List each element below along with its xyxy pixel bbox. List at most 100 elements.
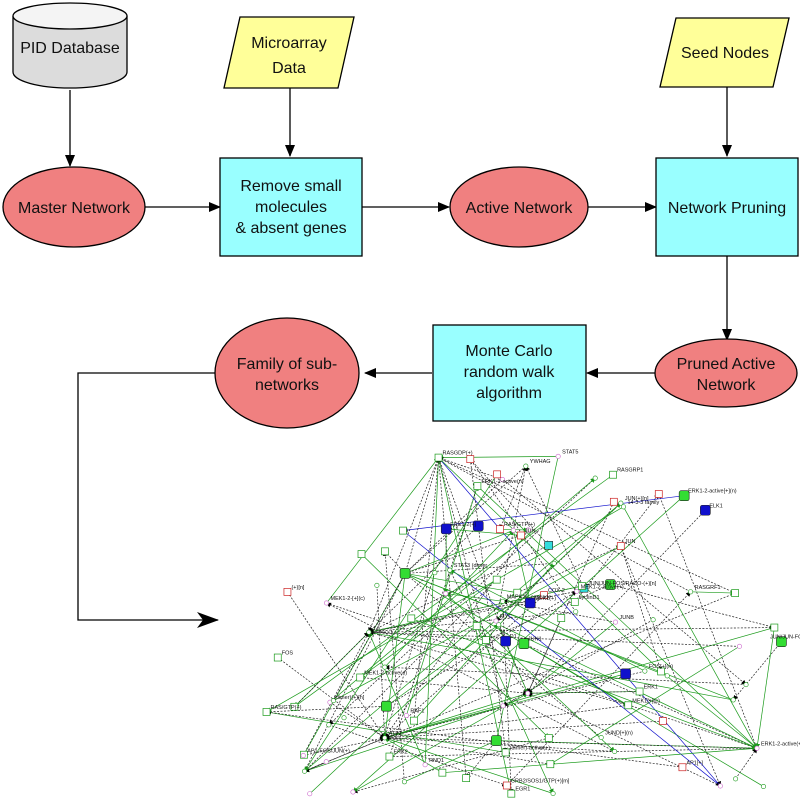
network-edge [359, 579, 497, 678]
network-node-label: RAS/GTP(+) [504, 522, 535, 528]
network-protein-node [500, 635, 511, 647]
network-protein-node [491, 735, 502, 746]
network-edge [437, 457, 506, 642]
network-interaction-node [447, 567, 453, 573]
network-interaction-node [613, 619, 619, 625]
network-edge [527, 692, 721, 787]
network-edge [304, 474, 498, 772]
network-complex-node [496, 525, 504, 534]
active-network-node: Active Network [449, 166, 589, 248]
network-node-label: (+)[n] [291, 585, 304, 591]
network-node-label: JUN [625, 539, 636, 545]
network-node-label: JUN [525, 528, 536, 534]
network-node-label: AP1[+] [686, 760, 703, 766]
network-interaction-node [525, 527, 531, 533]
network-complex-node [658, 717, 667, 725]
network-interaction-node [341, 715, 347, 721]
network-complex-node [482, 636, 490, 644]
network-interaction-node [598, 734, 604, 740]
network-complex-node [262, 708, 271, 716]
network-interaction-node [300, 752, 306, 758]
network-node-label: cyclinD1 [579, 595, 600, 601]
network-interaction-node [326, 722, 332, 728]
network-interaction-node [730, 697, 736, 703]
network-complex-node [635, 687, 644, 696]
network-edge [277, 657, 386, 739]
network-edge [517, 545, 622, 594]
network-node-label: RASGRF1 [695, 585, 721, 591]
network-complex-node [438, 768, 447, 777]
network-edge [329, 701, 386, 739]
network-complex-node [502, 781, 511, 790]
network-node-label: ERK1 [644, 685, 658, 691]
network-interaction-node [550, 790, 556, 796]
network-edge [368, 630, 629, 706]
network-edge [406, 485, 479, 716]
seed-nodes-node: Seed Nodes [659, 17, 790, 88]
network-edge [376, 585, 387, 739]
network-pruning-node: Network Pruning [655, 157, 799, 257]
network-interaction-node [555, 453, 561, 459]
flow-connectors [65, 87, 732, 628]
network-node-label: MAPK-K_cascade [507, 594, 552, 600]
network-node-label: JUN(+)[n] [625, 496, 649, 502]
network-interaction-node [382, 664, 388, 670]
network-edge [404, 562, 555, 576]
network-edge [496, 474, 747, 685]
network-complex-node [273, 653, 282, 662]
remove-label-line1: Remove small [240, 178, 341, 195]
network-complex-node [493, 470, 501, 479]
network-protein-node [605, 579, 616, 590]
network-edge [384, 720, 663, 741]
network-edge [523, 643, 629, 706]
network-edge [438, 455, 559, 461]
monte-carlo-node: Monte Carlo random walk algorithm [432, 324, 587, 422]
network-edge [735, 747, 758, 780]
network-node-label: (dimer)(+)[n] [334, 695, 365, 701]
network-edge [384, 626, 775, 739]
network-node-label: JUND[+](n) [605, 730, 633, 736]
network-interaction-node [551, 560, 557, 566]
network-node-label: FOS [282, 651, 294, 657]
network-interaction-node [403, 713, 409, 719]
network-edge [442, 746, 758, 774]
network-edge [384, 735, 757, 749]
network-edge [266, 710, 506, 753]
network-edge [304, 705, 504, 773]
network-complex-node [290, 702, 299, 711]
network-interaction-node [496, 622, 502, 628]
master-network-node: Master Network [2, 166, 146, 248]
network-complex-node [770, 623, 779, 632]
network-interaction-node [664, 673, 670, 679]
network-edge [302, 631, 370, 756]
family-label-line2: networks [255, 377, 319, 394]
network-edge [525, 465, 585, 589]
network-edge [266, 506, 624, 713]
ellipse-shape [214, 317, 360, 429]
network-complex-node [513, 588, 522, 597]
network-complex-node [616, 542, 625, 550]
network-node-label: RASGRP1 [617, 468, 643, 474]
network-node-label: MYC [500, 614, 512, 620]
edge-family-to-network [77, 372, 219, 628]
network-edge [465, 740, 497, 779]
network-complex-node [501, 748, 510, 757]
network-interaction-node [743, 682, 749, 688]
network-complex-node [654, 490, 663, 498]
ellipse-shape [2, 166, 146, 248]
network-interaction-node [620, 504, 626, 510]
network-complex-node [540, 591, 548, 599]
network-node-label: RND1 [429, 758, 444, 764]
network-edge [732, 641, 782, 701]
network-edge [360, 677, 529, 696]
network-node-label: STAT3 (dimer [454, 563, 488, 569]
network-complex-node [578, 582, 586, 590]
network-complex-node [356, 673, 365, 682]
network-edge [384, 529, 529, 739]
network-complex-node [609, 470, 617, 479]
network-edge [477, 485, 758, 749]
network-edge [411, 618, 758, 750]
network-edge [352, 737, 549, 794]
network-edge [498, 624, 758, 749]
network-complex-node [546, 760, 555, 769]
